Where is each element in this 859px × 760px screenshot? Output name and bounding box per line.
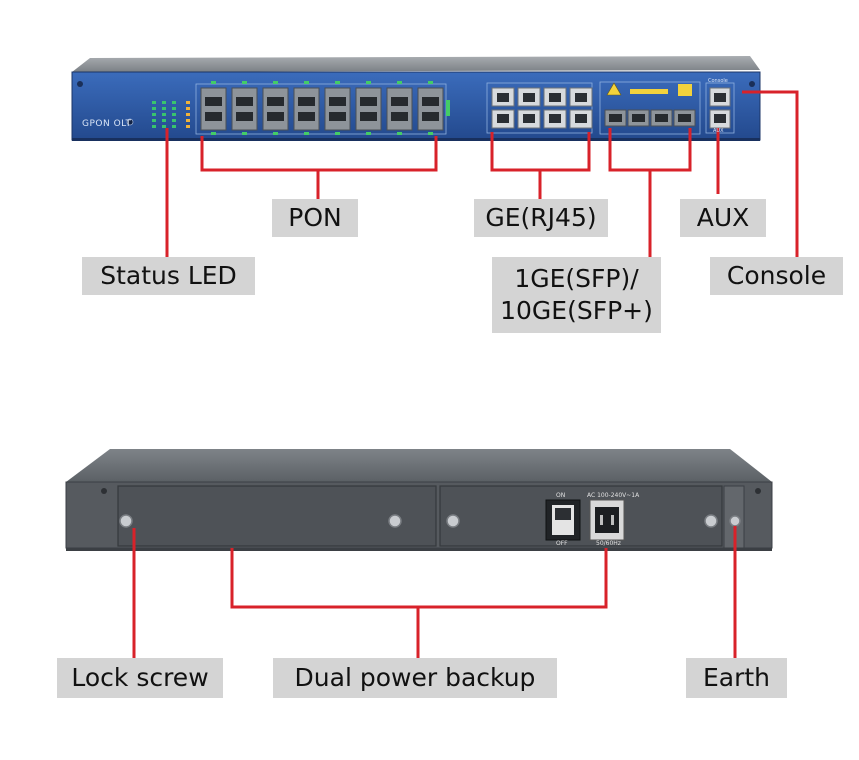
- ge-rj45-label-text: GE(RJ45): [485, 202, 597, 232]
- lock-screw-label-text: Lock screw: [71, 662, 209, 692]
- power-inlet: [589, 499, 625, 541]
- earth-label: Earth: [686, 658, 787, 698]
- pon-sfp-cages: [195, 81, 450, 135]
- power-module-left: [117, 485, 437, 547]
- dual-power-leader-line: [230, 548, 608, 659]
- sfp-leader-line: [608, 128, 692, 258]
- ge-rj45-label: GE(RJ45): [474, 199, 608, 237]
- front-blue-panel: [71, 71, 761, 141]
- aux-port-text: AUX: [713, 128, 724, 134]
- pon-label-text: PON: [288, 202, 342, 232]
- earth-label-text: Earth: [702, 662, 771, 692]
- switch-off-text: OFF: [556, 540, 568, 547]
- power-switch: [545, 499, 581, 541]
- dual-power-label-text: Dual power backup: [294, 662, 536, 692]
- power-module-right: [439, 485, 723, 547]
- sfp-label: 1GE(SFP)/ 10GE(SFP+): [492, 257, 661, 333]
- console-label-text: Console: [726, 260, 827, 290]
- frequency-text: 50/60Hz: [596, 540, 621, 547]
- status-led-group: [152, 101, 190, 128]
- rear-chassis-top: [66, 449, 772, 482]
- sfp-label-line2: 10GE(SFP+): [500, 296, 653, 325]
- console-port-text: Console: [708, 78, 728, 84]
- lock-screw-label: Lock screw: [57, 658, 223, 698]
- status-led-label: Status LED: [82, 257, 255, 295]
- console-label: Console: [710, 257, 843, 295]
- pon-leader-line: [200, 136, 438, 200]
- power-rating-text: AC 100-240V~1A: [587, 492, 640, 499]
- brand-text: GPON OLT: [82, 119, 132, 129]
- aux-label-text: AUX: [696, 202, 750, 232]
- switch-on-text: ON: [556, 492, 566, 499]
- pon-label: PON: [272, 199, 358, 237]
- aux-label: AUX: [680, 199, 766, 237]
- ge-rj45-ports: [486, 82, 593, 134]
- reset-hole: [126, 118, 134, 126]
- sfp-label-line1: 1GE(SFP)/: [514, 263, 639, 293]
- dual-power-label: Dual power backup: [273, 658, 557, 698]
- front-chassis-top: [72, 56, 760, 72]
- console-leader-line: [742, 90, 799, 258]
- uplink-sfp-ports: [599, 81, 701, 135]
- console-aux-ports: [705, 82, 735, 134]
- status-led-label-text: Status LED: [100, 260, 237, 290]
- ge-leader-line: [490, 132, 591, 200]
- leader-lines: [132, 90, 799, 659]
